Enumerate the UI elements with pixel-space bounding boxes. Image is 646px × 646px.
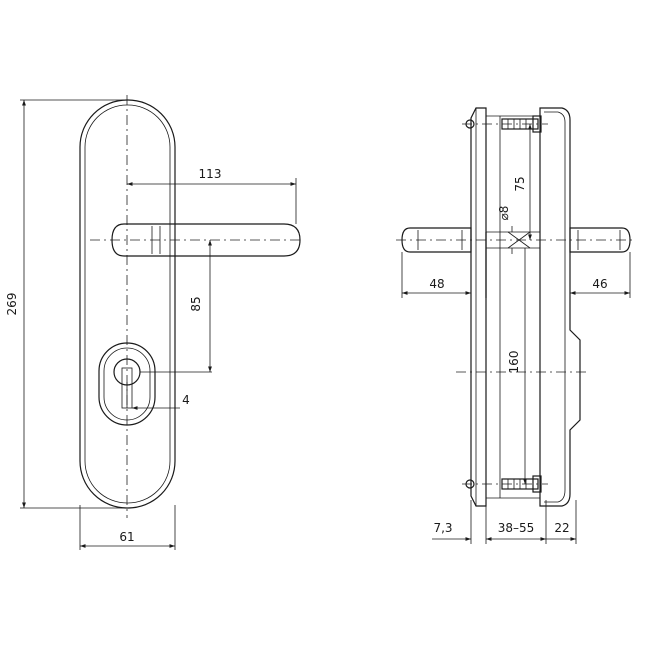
escutcheon-plate xyxy=(79,99,176,509)
dim-spindle: ⌀8 xyxy=(497,206,511,221)
inner-plate xyxy=(539,107,581,507)
dim-protection-depth: 22 xyxy=(554,521,569,535)
cylinder-cover xyxy=(98,342,156,426)
spindle xyxy=(485,231,540,298)
dim-handle-projection-left: 48 xyxy=(429,277,444,291)
dim-handle-to-cylinder: 85 xyxy=(189,296,203,311)
dim-handle-projection-right: 46 xyxy=(592,277,607,291)
dim-plate-width: 61 xyxy=(119,530,134,544)
dim-screw-spacing: 160 xyxy=(507,351,521,374)
outer-plate xyxy=(470,107,487,507)
dim-fixing-distance: 75 xyxy=(513,176,527,191)
side-view: 75 ⌀8 160 48 46 7,3 38–55 22 xyxy=(396,107,636,544)
front-view: 269 61 113 85 4 xyxy=(5,95,301,550)
dim-cylinder-offset: 4 xyxy=(182,393,190,407)
dim-handle-length: 113 xyxy=(199,167,222,181)
door-leaf xyxy=(485,115,541,499)
escutcheon-plate-inner-edge xyxy=(84,104,171,504)
dim-overall-height: 269 xyxy=(5,293,19,316)
dim-door-thickness: 38–55 xyxy=(498,521,535,535)
dim-plate-thickness: 7,3 xyxy=(433,521,452,535)
